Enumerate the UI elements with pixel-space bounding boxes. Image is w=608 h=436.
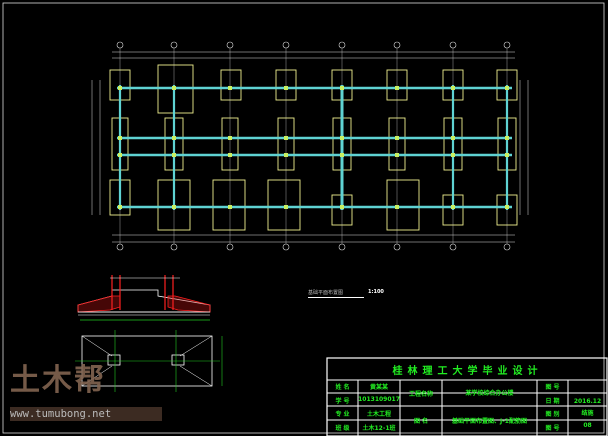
drawing-name-value: 基础平面布置图、J-1配筋图 xyxy=(452,418,527,425)
slope-line xyxy=(81,335,113,357)
column-node xyxy=(228,153,232,157)
column-node xyxy=(118,136,122,140)
footing-outline xyxy=(386,179,420,231)
column-node xyxy=(172,136,176,140)
column-node xyxy=(340,86,344,90)
axis-bubble-bottom xyxy=(226,243,234,251)
axis-bubble-bottom xyxy=(170,243,178,251)
column-node xyxy=(451,153,455,157)
number-value: 08 xyxy=(583,422,592,429)
column-node xyxy=(284,153,288,157)
column-plan xyxy=(171,354,185,366)
plan-scale: 1:100 xyxy=(368,289,384,295)
footing-outline xyxy=(277,117,295,171)
column-node xyxy=(340,205,344,209)
rebar-section xyxy=(167,295,211,313)
column-node xyxy=(395,136,399,140)
footing-outline xyxy=(212,179,246,231)
category-label: 图 别 xyxy=(545,411,560,418)
axis-bubble-top xyxy=(338,41,346,49)
id-label: 学 号 xyxy=(335,398,350,405)
column-node xyxy=(228,205,232,209)
column-node xyxy=(340,136,344,140)
footing-outline xyxy=(267,179,301,231)
major-value: 土木工程 xyxy=(366,411,391,418)
name-label: 姓 名 xyxy=(335,384,350,391)
column-node xyxy=(172,153,176,157)
slope-line xyxy=(179,335,213,357)
axis-bubble-top xyxy=(116,41,124,49)
column-node xyxy=(172,205,176,209)
column-node xyxy=(118,153,122,157)
drawing-name-label: 图 名 xyxy=(413,418,429,425)
axis-bubble-top xyxy=(170,41,178,49)
axis-bubble-bottom xyxy=(393,243,401,251)
column-node xyxy=(395,205,399,209)
axis-bubble-top xyxy=(393,41,401,49)
date-value: 2016.12 xyxy=(573,398,602,405)
axis-bubble-top xyxy=(282,41,290,49)
column-node xyxy=(451,205,455,209)
footing-outline xyxy=(275,69,297,101)
plan-label: 基础平面布置图 xyxy=(308,289,364,298)
column-node xyxy=(505,86,509,90)
major-label: 专 业 xyxy=(335,411,350,418)
title-block-title: 桂林理工大学毕业设计 xyxy=(392,366,543,377)
axis-bubble-bottom xyxy=(338,243,346,251)
column-node xyxy=(505,153,509,157)
column-node xyxy=(505,205,509,209)
id-value: 1013109017 xyxy=(358,396,400,403)
name-value: 黄某某 xyxy=(369,384,388,391)
column-node xyxy=(284,86,288,90)
class-label: 班 级 xyxy=(335,425,350,432)
axis-bubble-top xyxy=(449,41,457,49)
axis-bubble-bottom xyxy=(282,243,290,251)
footing-outline xyxy=(386,69,408,101)
number-label: 图 号 xyxy=(545,425,560,432)
column-node xyxy=(228,136,232,140)
axis-bubble-top xyxy=(226,41,234,49)
column-node xyxy=(451,136,455,140)
column-node xyxy=(340,153,344,157)
date-label: 日 期 xyxy=(545,398,560,405)
column-node xyxy=(118,205,122,209)
footing-outline xyxy=(388,117,406,171)
column-node xyxy=(395,86,399,90)
category-value: 结施 xyxy=(581,410,594,417)
slope-line xyxy=(81,365,113,387)
watermark-logo: 土木帮 xyxy=(10,363,106,398)
column-node xyxy=(228,86,232,90)
watermark-url: www.tumubong.net xyxy=(10,407,162,421)
column-node xyxy=(451,86,455,90)
column-node xyxy=(284,136,288,140)
axis-bubble-bottom xyxy=(116,243,124,251)
axis-bubble-top xyxy=(503,41,511,49)
column-node xyxy=(395,153,399,157)
slope-line xyxy=(179,365,213,387)
project-value: 某学校综合办公楼 xyxy=(465,390,514,397)
column-node xyxy=(284,205,288,209)
axis-bubble-bottom xyxy=(503,243,511,251)
rebar-section xyxy=(77,295,121,313)
footing-outline xyxy=(221,117,239,171)
title-block-border xyxy=(326,357,608,436)
project-label: 工程名称 xyxy=(408,391,433,398)
sheet-label: 图 号 xyxy=(545,384,560,391)
column-node xyxy=(505,136,509,140)
class-value: 土木12-1班 xyxy=(362,425,396,432)
footing-outline xyxy=(220,69,242,101)
column-node xyxy=(172,86,176,90)
column-plan xyxy=(107,354,121,366)
axis-bubble-bottom xyxy=(449,243,457,251)
column-node xyxy=(118,86,122,90)
